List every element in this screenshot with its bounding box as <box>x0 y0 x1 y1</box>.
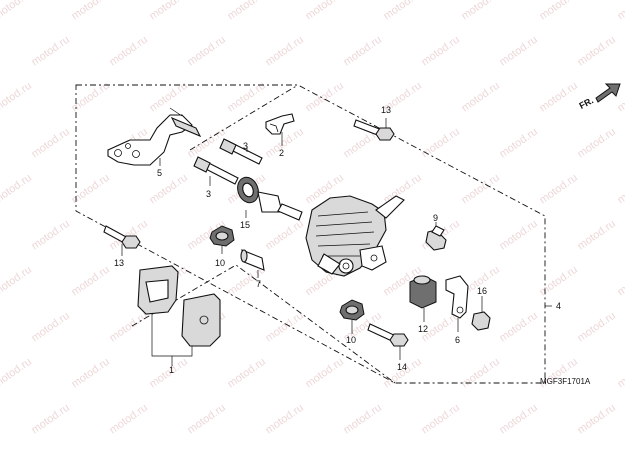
watermark-text: motod.ru <box>381 356 423 391</box>
watermark-text: motod.ru <box>459 80 501 115</box>
watermark-text: motod.ru <box>263 34 305 69</box>
watermark-text: motod.ru <box>185 34 227 69</box>
watermark-text: motod.ru <box>303 356 345 391</box>
callout-5: 5 <box>157 168 162 178</box>
watermark-text: motod.ru <box>615 264 625 299</box>
part-15-boot <box>237 176 303 221</box>
part-6-plate <box>445 275 469 319</box>
watermark-text: motod.ru <box>107 34 149 69</box>
watermark-text: motod.ru <box>263 402 305 437</box>
callout-7: 7 <box>256 279 261 289</box>
watermark-text: motod.ru <box>497 34 539 69</box>
watermark-text: motod.ru <box>29 402 71 437</box>
callout-13-upper: 13 <box>381 105 391 115</box>
part-2-pad-spring <box>265 113 295 135</box>
leader-lines <box>121 107 552 366</box>
watermark-text: motod.ru <box>147 172 189 207</box>
watermark-text: motod.ru <box>263 218 305 253</box>
callout-14: 14 <box>397 362 407 372</box>
watermark-text: motod.ru <box>69 264 111 299</box>
watermark-text: motod.ru <box>69 356 111 391</box>
part-16-nut <box>471 311 491 331</box>
watermark-text: motod.ru <box>497 310 539 345</box>
watermark-text: motod.ru <box>537 0 579 22</box>
watermark-text: motod.ru <box>459 0 501 22</box>
callout-9: 9 <box>433 213 438 223</box>
part-10-nut-lower <box>339 299 365 321</box>
caliper-body <box>305 195 405 277</box>
part-13-bolt-lower <box>103 225 141 249</box>
watermark-text: motod.ru <box>225 0 267 22</box>
watermark-text: motod.ru <box>341 34 383 69</box>
watermark-text: motod.ru <box>29 34 71 69</box>
watermark-text: motod.ru <box>29 218 71 253</box>
callout-13-lower: 13 <box>114 258 124 268</box>
watermark-text: motod.ru <box>0 0 34 22</box>
watermark-text: motod.ru <box>615 0 625 22</box>
part-9-bleeder <box>425 225 447 251</box>
watermark-text: motod.ru <box>147 0 189 22</box>
watermark-text: motod.ru <box>419 126 461 161</box>
callout-6: 6 <box>455 335 460 345</box>
watermark-text: motod.ru <box>575 126 617 161</box>
watermark-text: motod.ru <box>303 0 345 22</box>
watermark-text: motod.ru <box>0 264 34 299</box>
callout-16: 16 <box>477 286 487 296</box>
watermark-text: motod.ru <box>419 34 461 69</box>
watermark-text: motod.ru <box>225 356 267 391</box>
watermark-text: motod.ru <box>537 172 579 207</box>
watermark-text: motod.ru <box>303 80 345 115</box>
part-1-pads <box>137 265 221 347</box>
watermark-text: motod.ru <box>263 310 305 345</box>
watermark-text: motod.ru <box>419 402 461 437</box>
callout-10-lower: 10 <box>346 335 356 345</box>
watermark-text: motod.ru <box>459 356 501 391</box>
assembly-outline <box>75 84 546 384</box>
part-12-grommet <box>409 275 437 309</box>
part-13-bolt-upper <box>353 119 395 141</box>
callout-2: 2 <box>279 148 284 158</box>
watermark-text: motod.ru <box>497 126 539 161</box>
callout-10-upper: 10 <box>215 258 225 268</box>
watermark-text: motod.ru <box>381 0 423 22</box>
watermark-text: motod.ru <box>615 172 625 207</box>
part-14-bolt <box>367 323 409 347</box>
callout-15: 15 <box>240 220 250 230</box>
part-3-pin-lower <box>193 156 239 185</box>
watermark-text: motod.ru <box>537 80 579 115</box>
watermark-text: motod.ru <box>575 34 617 69</box>
watermark-text: motod.ru <box>575 218 617 253</box>
front-direction-arrow: FR. <box>578 83 621 111</box>
watermark-text: motod.ru <box>0 356 34 391</box>
part-5-bracket <box>107 114 202 166</box>
watermark-text: motod.ru <box>107 402 149 437</box>
direction-label: FR. <box>578 95 595 111</box>
watermark-text: motod.ru <box>615 356 625 391</box>
watermark-text: motod.ru <box>575 310 617 345</box>
watermark-text: motod.ru <box>69 0 111 22</box>
part-3-pin-upper <box>219 138 263 165</box>
watermark-text: motod.ru <box>497 218 539 253</box>
part-10-nut-upper <box>209 225 235 247</box>
watermark-text: motod.ru <box>0 172 34 207</box>
part-7-sleeve <box>240 249 265 271</box>
watermark-text: motod.ru <box>185 402 227 437</box>
watermark-text: motod.ru <box>29 310 71 345</box>
callout-3-upper: 3 <box>243 141 248 151</box>
callout-1: 1 <box>169 365 174 375</box>
watermark-text: motod.ru <box>29 126 71 161</box>
callout-labels: 1 2 3 3 4 5 6 7 9 10 10 12 13 13 14 15 1… <box>114 105 561 375</box>
callout-12: 12 <box>418 324 428 334</box>
watermark-text: motod.ru <box>459 172 501 207</box>
diagram-code: MGF3F1701A <box>540 377 591 386</box>
watermark-text: motod.ru <box>575 402 617 437</box>
watermark-text: motod.ru <box>497 402 539 437</box>
watermark-text: motod.ru <box>341 402 383 437</box>
callout-4: 4 <box>556 301 561 311</box>
watermark-text: motod.ru <box>107 310 149 345</box>
watermark-text: motod.ru <box>0 80 34 115</box>
callout-3-lower: 3 <box>206 189 211 199</box>
watermark-text: motod.ru <box>537 264 579 299</box>
